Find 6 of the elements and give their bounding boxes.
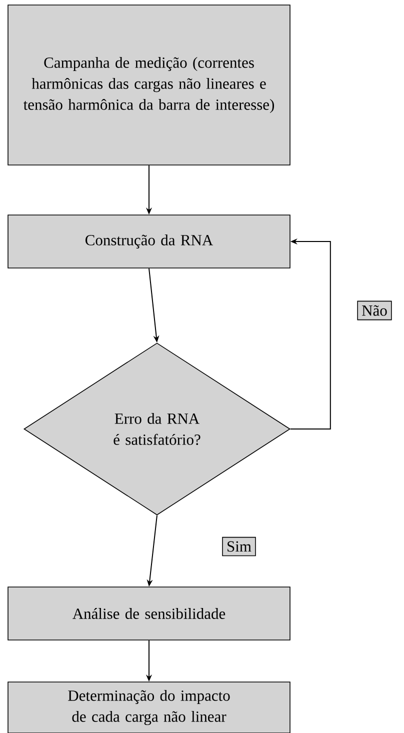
edge-label: Sim <box>222 536 256 556</box>
process-box: Análise de sensibilidade <box>8 586 290 640</box>
process-box: Determinação do impacto de cada carga não linear <box>8 682 290 733</box>
edge-label: Não <box>357 300 392 320</box>
process-box: Campanha de medição (correntes harmônicas das cargas não lineares e tensão harmônica da barra de interesse) <box>8 4 290 166</box>
process-box: Construção da RNA <box>8 214 290 268</box>
